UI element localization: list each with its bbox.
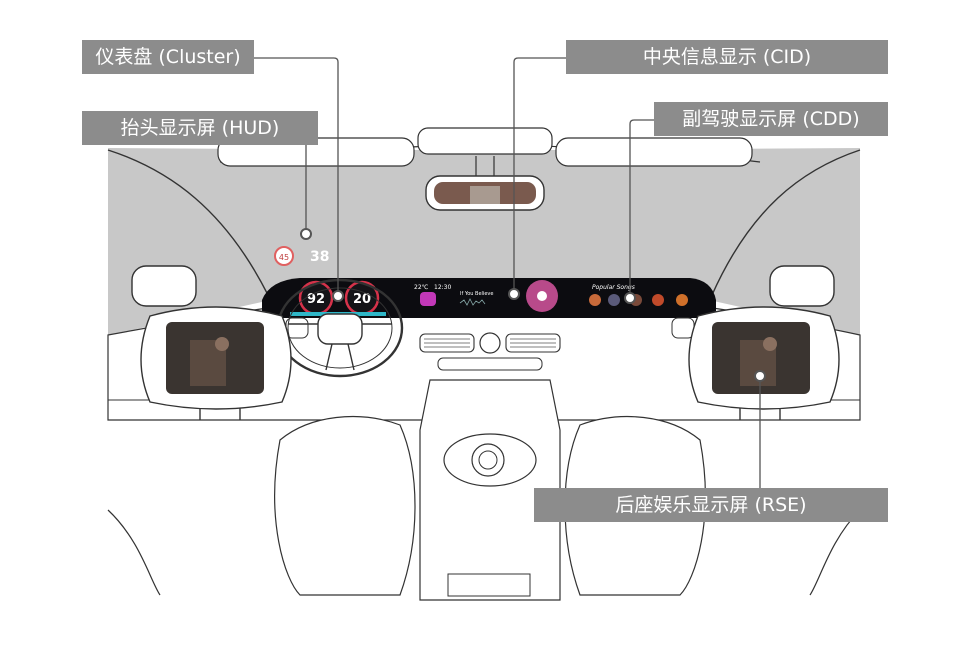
side-mirror-left xyxy=(131,265,197,307)
target-dot-cdd xyxy=(624,292,636,304)
hud-speed: 38 xyxy=(310,249,329,265)
leader-line-cdd xyxy=(629,119,654,298)
cluster-left-value: 92 xyxy=(307,292,325,307)
mirror-stem xyxy=(475,156,495,176)
target-dot-rse xyxy=(754,370,766,382)
leader-line-cluster xyxy=(254,57,339,296)
cid-temperature: 22℃ xyxy=(414,284,429,291)
seat-back-left xyxy=(274,416,416,596)
label-cid: 中央信息显示 (CID) xyxy=(566,40,888,74)
target-dot-cid xyxy=(508,288,520,300)
label-cluster: 仪表盘 (Cluster) xyxy=(82,40,254,74)
cid-time: 12:30 xyxy=(434,284,451,291)
cid-song-title: If You Believe xyxy=(460,291,493,297)
hud-speed-limit-sign xyxy=(274,246,294,266)
label-cdd: 副驾驶显示屏 (CDD) xyxy=(654,102,888,136)
hud-speed-limit: 45 xyxy=(279,253,289,262)
label-rse: 后座娱乐显示屏 (RSE) xyxy=(534,488,888,522)
a-pillar-left xyxy=(107,149,269,296)
leader-line-cid xyxy=(513,57,566,294)
target-dot-hud xyxy=(300,228,312,240)
center-knob xyxy=(479,332,501,354)
target-dot-cluster xyxy=(332,290,344,302)
label-hud: 抬头显示屏 (HUD) xyxy=(82,111,318,145)
overhead-console xyxy=(417,127,553,155)
a-pillar-right xyxy=(711,149,861,296)
steering-hub xyxy=(317,313,363,345)
cluster-right-value: 20 xyxy=(353,292,371,307)
center-vent-lower xyxy=(437,357,543,371)
cdd-title: Popular Songs xyxy=(592,284,635,291)
side-vent-right xyxy=(671,317,695,339)
side-vent-left xyxy=(285,317,309,339)
side-mirror-right xyxy=(769,265,835,307)
cid-music-icon xyxy=(420,292,436,306)
sun-visor-right xyxy=(555,137,753,167)
center-console xyxy=(419,379,561,601)
